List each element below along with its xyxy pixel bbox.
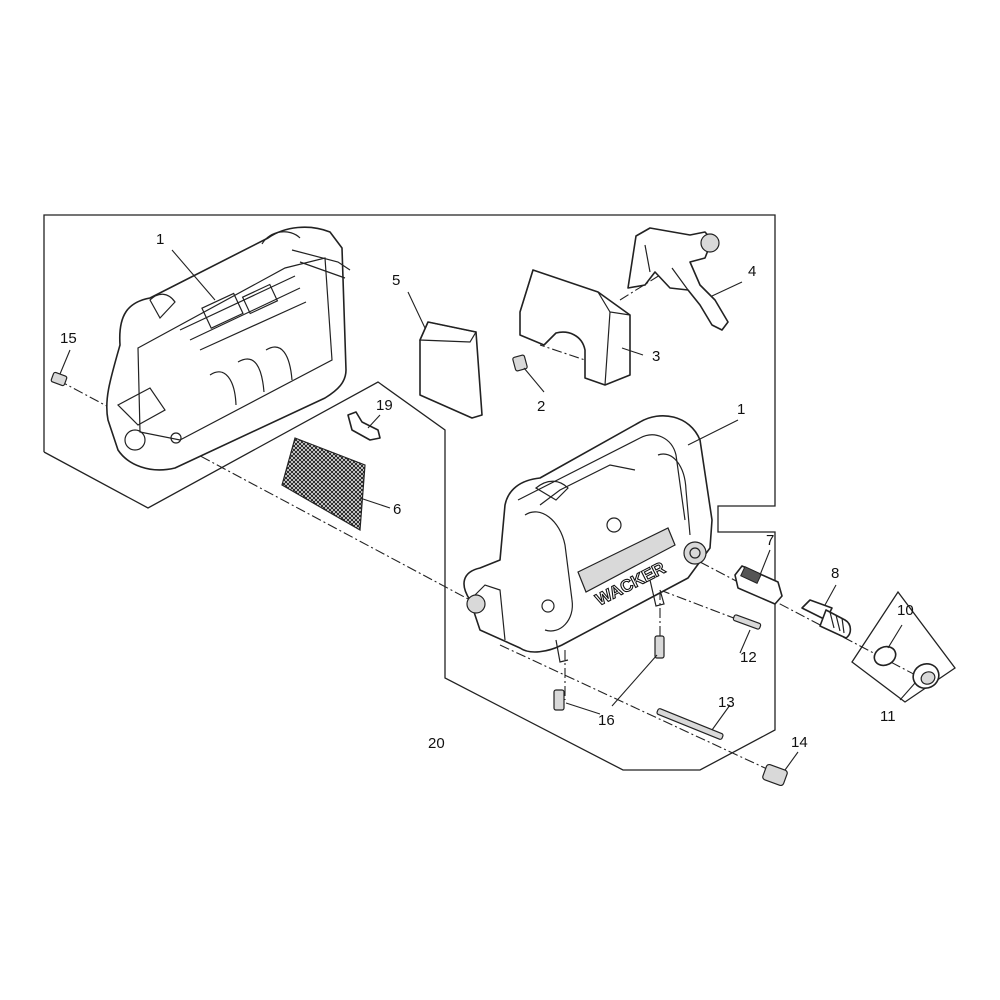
label-10: 10 bbox=[897, 602, 914, 619]
label-14: 14 bbox=[791, 734, 808, 751]
housing-half-rear bbox=[105, 226, 351, 471]
label-1-front: 1 bbox=[737, 401, 745, 418]
label-15: 15 bbox=[60, 330, 77, 347]
label-4: 4 bbox=[748, 263, 756, 280]
label-13: 13 bbox=[718, 694, 735, 711]
switch-7 bbox=[734, 565, 783, 605]
label-2: 2 bbox=[537, 398, 545, 415]
label-19: 19 bbox=[376, 397, 393, 414]
screw-15 bbox=[50, 371, 68, 387]
leader-lines bbox=[59, 249, 916, 771]
clip-2 bbox=[512, 354, 528, 372]
label-16: 16 bbox=[598, 712, 615, 729]
label-3: 3 bbox=[652, 348, 660, 365]
screw-12 bbox=[732, 614, 762, 630]
o-ring-10 bbox=[873, 645, 897, 667]
label-8: 8 bbox=[831, 565, 839, 582]
arch-cover-3 bbox=[519, 269, 631, 386]
label-7: 7 bbox=[766, 532, 774, 549]
handle-bracket-4 bbox=[627, 227, 729, 331]
label-1-rear: 1 bbox=[156, 231, 164, 248]
screws-16 bbox=[553, 635, 665, 711]
foam-block-5 bbox=[419, 321, 483, 419]
plug-11 bbox=[912, 663, 940, 689]
bolt-13 bbox=[656, 708, 724, 740]
strain-relief-8 bbox=[801, 599, 852, 639]
label-12: 12 bbox=[740, 649, 757, 666]
housing-half-front: WACKER bbox=[463, 414, 713, 663]
seal-kit-frame bbox=[851, 590, 956, 703]
sleeve-14 bbox=[762, 763, 788, 787]
label-5: 5 bbox=[392, 272, 400, 289]
latch-19 bbox=[347, 411, 381, 441]
label-6: 6 bbox=[393, 501, 401, 518]
item-labels: 1 15 5 2 3 4 19 6 1 7 8 10 11 12 13 14 1… bbox=[60, 231, 914, 752]
label-11: 11 bbox=[880, 708, 896, 725]
filter-mesh-6 bbox=[281, 437, 366, 531]
label-20: 20 bbox=[428, 735, 445, 752]
assembly-frame-outline bbox=[43, 214, 776, 771]
